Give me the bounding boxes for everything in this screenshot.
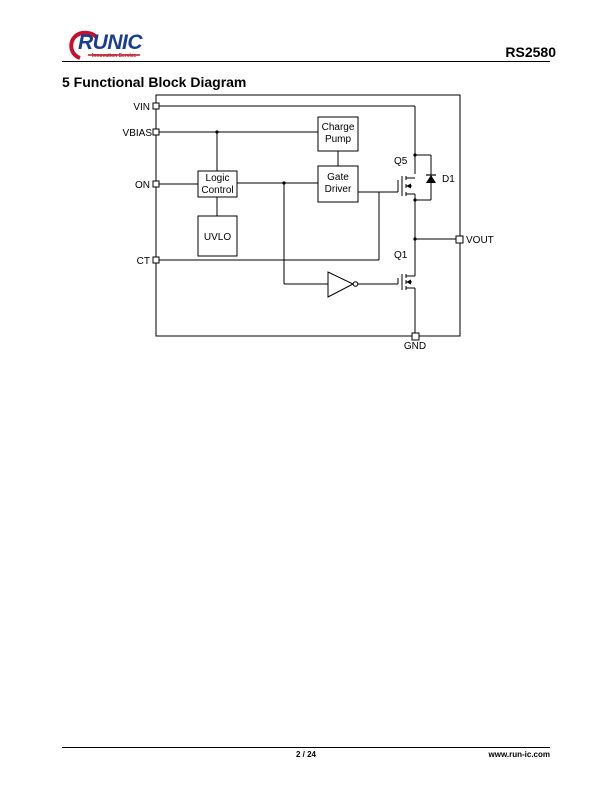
functional-block-diagram: VIN VBIAS ON CT VOUT GND Charge Pump Log… [123, 94, 494, 352]
q5-arrow-icon [406, 183, 411, 189]
gate-driver-block [317, 165, 359, 203]
logo-tagline: Innovation Service [92, 53, 137, 59]
logic-control-label-1: Logic [206, 173, 230, 184]
on-pin [152, 180, 160, 188]
vbias-pin [152, 128, 160, 136]
website-link[interactable]: www.run-ic.com [488, 750, 551, 759]
charge-pump-block [317, 116, 359, 152]
on-label: ON [135, 180, 150, 191]
part-number: RS2580 [505, 44, 556, 60]
inverter-symbol [327, 271, 355, 298]
q1-transistor [401, 274, 415, 290]
ct-label: CT [137, 256, 150, 267]
logo-text: RUNIC [78, 31, 143, 54]
header-divider [62, 61, 550, 62]
ic-outline [155, 94, 461, 337]
gate-driver-label-2: Driver [325, 184, 352, 195]
gnd-pin [411, 332, 420, 341]
page-number: 2 / 24 [295, 750, 316, 759]
vin-label: VIN [133, 102, 150, 113]
runic-logo: RUNIC Innovation Service [66, 28, 146, 64]
vbias-label: VBIAS [123, 128, 153, 139]
q1-label: Q1 [394, 250, 408, 261]
ct-pin [152, 256, 160, 264]
uvlo-label: UVLO [204, 232, 231, 243]
logo-swoosh-icon [69, 30, 140, 60]
vout-pin [455, 235, 464, 244]
diode-d1-icon [426, 175, 436, 183]
logic-control-label-2: Control [201, 185, 233, 196]
vout-label: VOUT [466, 235, 494, 246]
charge-pump-label-2: Pump [325, 134, 352, 145]
q5-label: Q5 [394, 156, 408, 167]
d1-label: D1 [442, 174, 455, 185]
section-title: 5 Functional Block Diagram [62, 74, 247, 90]
logic-control-block [197, 170, 238, 198]
vin-pin [152, 102, 160, 110]
q1-arrow-icon [406, 279, 411, 285]
footer-divider [62, 747, 550, 748]
gnd-label: GND [404, 341, 426, 352]
charge-pump-label-1: Charge [322, 122, 355, 133]
uvlo-block [197, 215, 238, 257]
gate-driver-label-1: Gate [327, 172, 349, 183]
